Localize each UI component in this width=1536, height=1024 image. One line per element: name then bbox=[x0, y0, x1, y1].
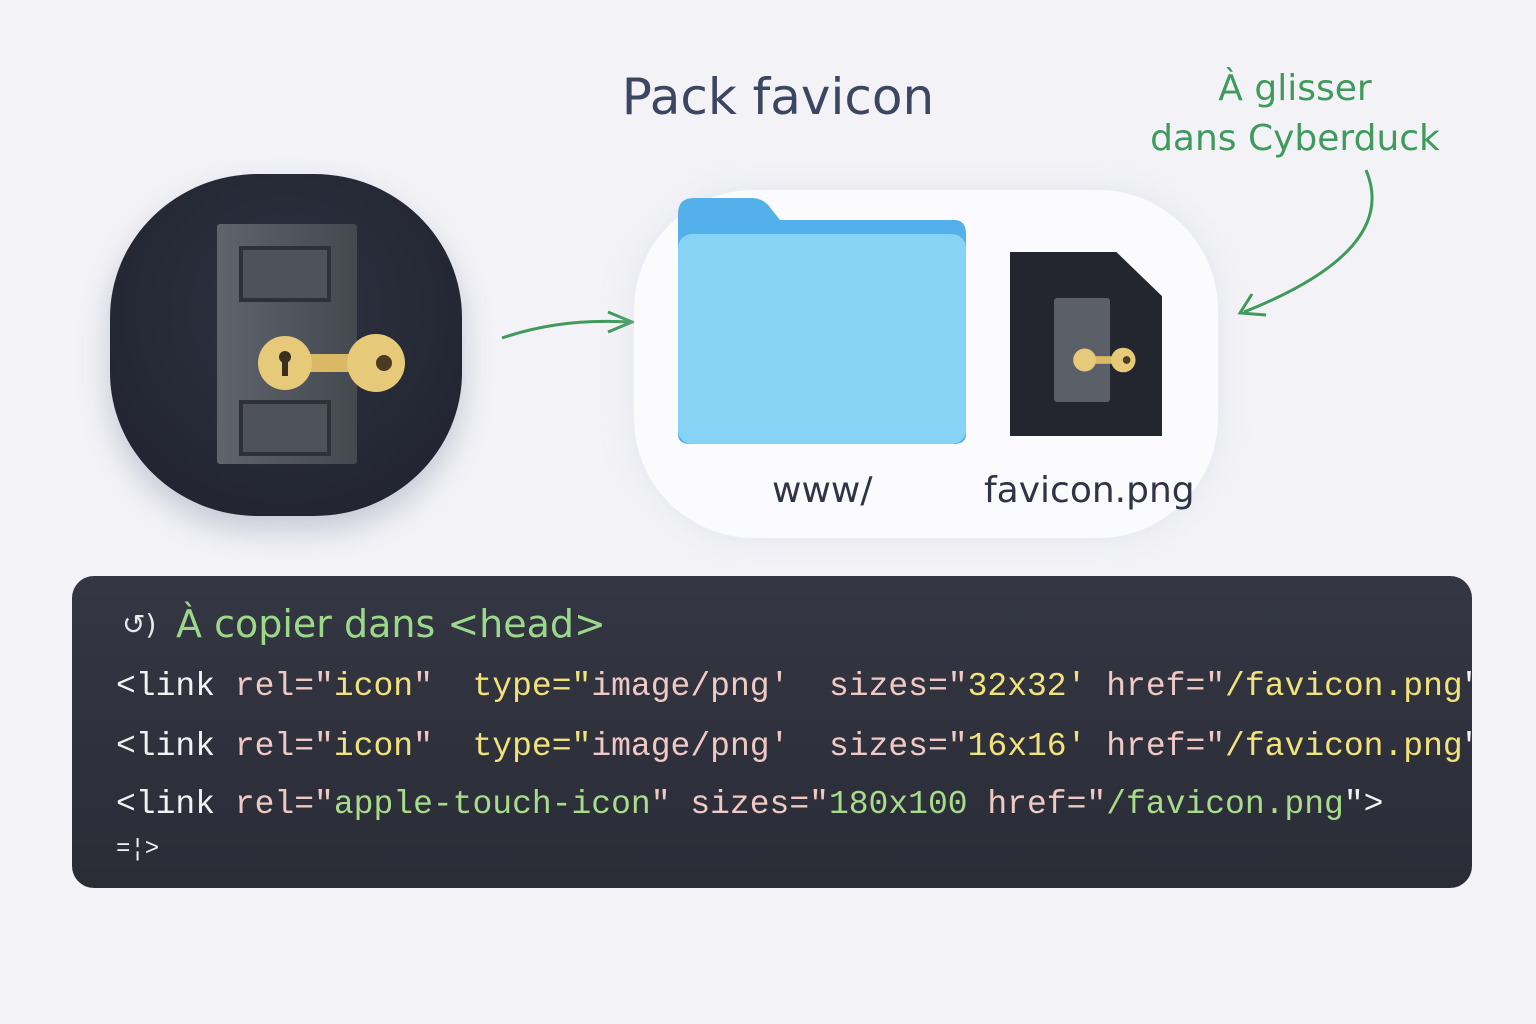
file-label: favicon.png bbox=[984, 470, 1195, 511]
code-token: <link bbox=[116, 668, 235, 705]
key-icon bbox=[258, 334, 405, 392]
code-token: 180x100 bbox=[828, 786, 968, 823]
code-token: /favicon.png bbox=[1225, 668, 1463, 705]
code-line: <link rel="icon" type="image/png' sizes=… bbox=[116, 728, 1502, 765]
code-line: <link rel="apple-touch-icon" sizes="180x… bbox=[116, 786, 1383, 823]
folder-icon[interactable] bbox=[678, 194, 966, 444]
code-token: "> bbox=[1462, 668, 1503, 705]
code-token: rel=" bbox=[234, 786, 334, 823]
code-token: icon bbox=[333, 668, 414, 705]
cyberduck-app-icon bbox=[110, 174, 462, 516]
code-token: /favicon.png bbox=[1225, 728, 1463, 765]
code-token: image/png' sizes=" bbox=[591, 728, 968, 765]
code-token: href=" bbox=[1086, 668, 1226, 705]
code-block[interactable]: ↺) À copier dans <head> <link rel="icon"… bbox=[72, 576, 1502, 888]
folder-label: www/ bbox=[772, 470, 873, 511]
code-token: /favicon.png bbox=[1106, 786, 1344, 823]
code-token: =¦> bbox=[116, 836, 160, 863]
code-token: image/png' sizes=" bbox=[591, 668, 968, 705]
code-token: <link bbox=[116, 786, 235, 823]
favicon-file-icon[interactable] bbox=[1010, 252, 1162, 436]
code-token: " bbox=[413, 728, 473, 765]
code-token: " sizes=" bbox=[650, 786, 829, 823]
code-token: "> bbox=[1343, 786, 1384, 823]
drag-note: À glisser dans Cyberduck bbox=[1140, 64, 1450, 164]
code-title: À copier dans <head> bbox=[176, 602, 606, 646]
code-line: =¦> bbox=[116, 836, 159, 863]
code-token: rel=" bbox=[234, 728, 334, 765]
code-line: <link rel="icon" type="image/png' sizes=… bbox=[116, 668, 1502, 705]
code-token: apple-touch-icon bbox=[333, 786, 651, 823]
page-title: Pack favicon bbox=[621, 68, 935, 126]
code-token: icon bbox=[333, 728, 414, 765]
code-token: 32x32' bbox=[967, 668, 1087, 705]
code-token: href=" bbox=[967, 786, 1107, 823]
code-token: type=" bbox=[472, 728, 592, 765]
favicon-pack: www/ favicon.png bbox=[634, 190, 1218, 538]
code-token: type=" bbox=[472, 668, 592, 705]
note-line: dans Cyberduck bbox=[1150, 118, 1440, 159]
code-token: "> bbox=[1462, 728, 1503, 765]
code-token: rel=" bbox=[234, 668, 334, 705]
copy-icon[interactable]: ↺) bbox=[122, 608, 157, 641]
note-line: À glisser bbox=[1218, 68, 1372, 109]
code-token: 16x16' bbox=[967, 728, 1087, 765]
code-token: " bbox=[413, 668, 473, 705]
code-token: <link bbox=[116, 728, 235, 765]
code-token: href=" bbox=[1086, 728, 1226, 765]
